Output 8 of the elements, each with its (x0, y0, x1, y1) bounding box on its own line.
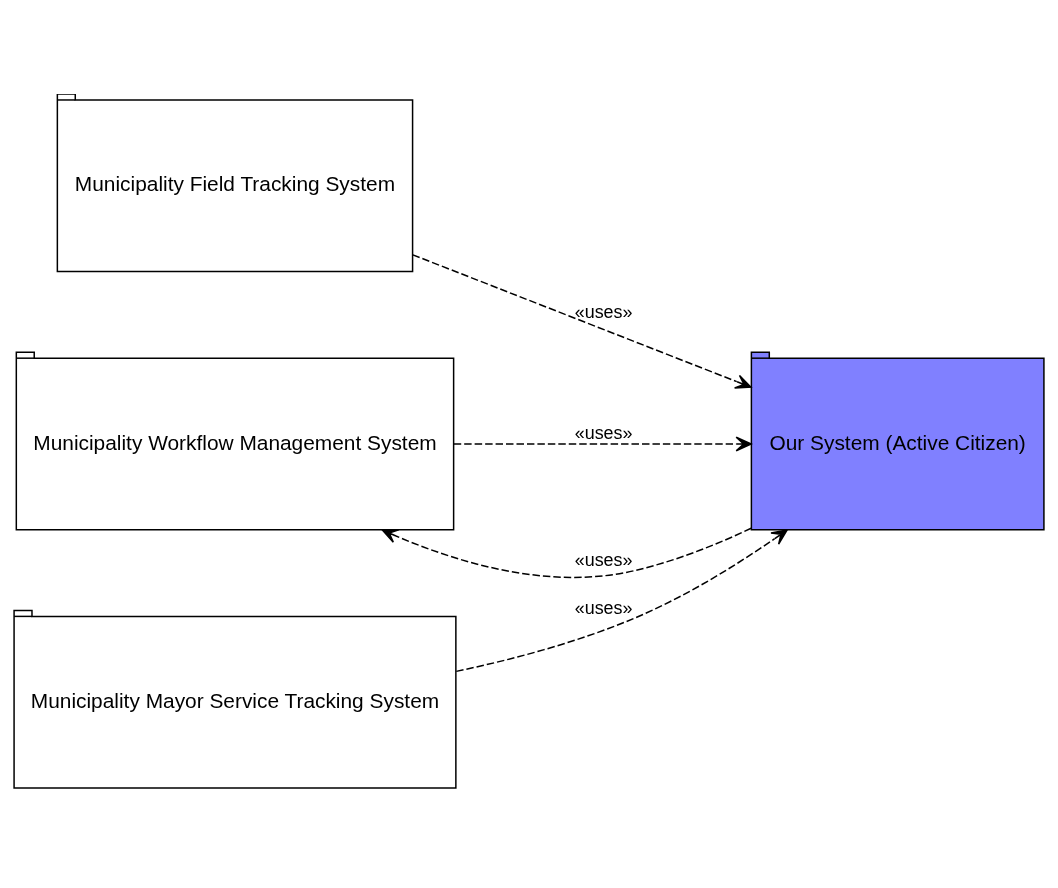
arrow (381, 527, 752, 579)
edge-label: «uses» (574, 549, 633, 570)
arrow (453, 436, 752, 452)
edge-label: «uses» (574, 302, 633, 323)
edge-label: «uses» (574, 422, 633, 443)
arrow (412, 254, 752, 389)
arrow (455, 529, 788, 673)
edge-label: «uses» (574, 597, 633, 618)
